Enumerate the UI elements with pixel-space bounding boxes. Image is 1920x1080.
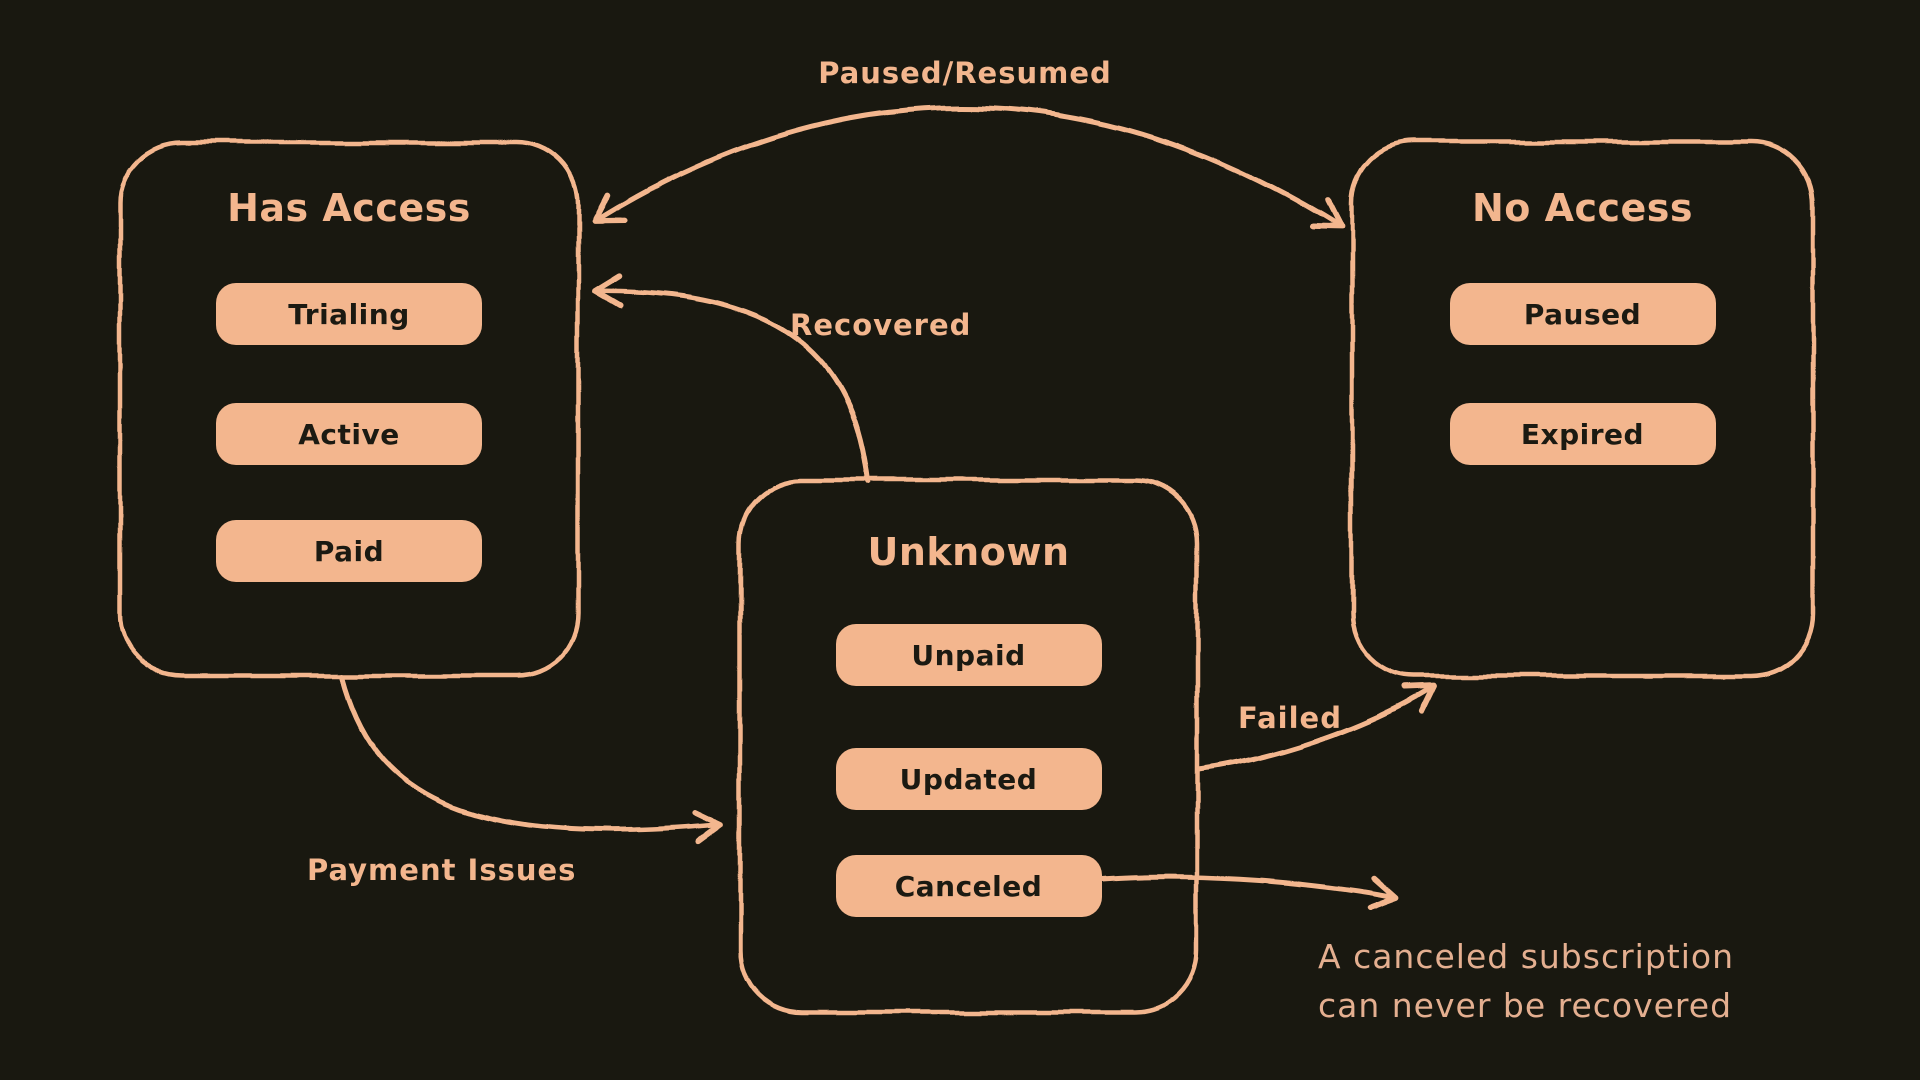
edge-failed [1195,683,1437,773]
edge-label-payment-issues: Payment Issues [307,853,577,887]
pill-active: Active [216,403,482,465]
edge-paused-resumed [591,105,1344,230]
pill-unpaid: Unpaid [835,624,1102,686]
edge-label-failed: Failed [1238,701,1342,735]
edge-payment-issues [339,673,725,846]
state-box-outline-no-access [1349,139,1816,679]
state-box-unknown: Unknown Unpaid Updated Canceled [740,480,1197,1012]
state-title-has-access: Has Access [227,186,471,230]
state-title-no-access: No Access [1471,186,1694,230]
note-line-2: can never be recovered [1318,986,1733,1025]
edge-canceled-note [1092,874,1399,912]
note-line-1: A canceled subscription [1318,937,1734,976]
state-box-outline-unknown [737,477,1200,1015]
edge-recovered [593,272,871,485]
state-box-no-access: No Access Paused Expired [1352,142,1813,676]
edge-label-paused-resumed: Paused/Resumed [818,56,1112,90]
pill-canceled: Canceled [835,855,1102,917]
state-box-has-access: Has Access Trialing Active Paid [120,142,578,676]
edge-label-recovered: Recovered [790,308,972,342]
pill-expired: Expired [1449,403,1716,465]
state-box-outline-has-access [117,139,581,679]
pill-updated: Updated [835,748,1102,810]
state-title-unknown: Unknown [867,530,1070,574]
note-text: A canceled subscription can never be rec… [1318,932,1734,1030]
pill-trialing: Trialing [216,283,482,345]
pill-paid: Paid [216,520,482,582]
pill-paused: Paused [1449,283,1716,345]
